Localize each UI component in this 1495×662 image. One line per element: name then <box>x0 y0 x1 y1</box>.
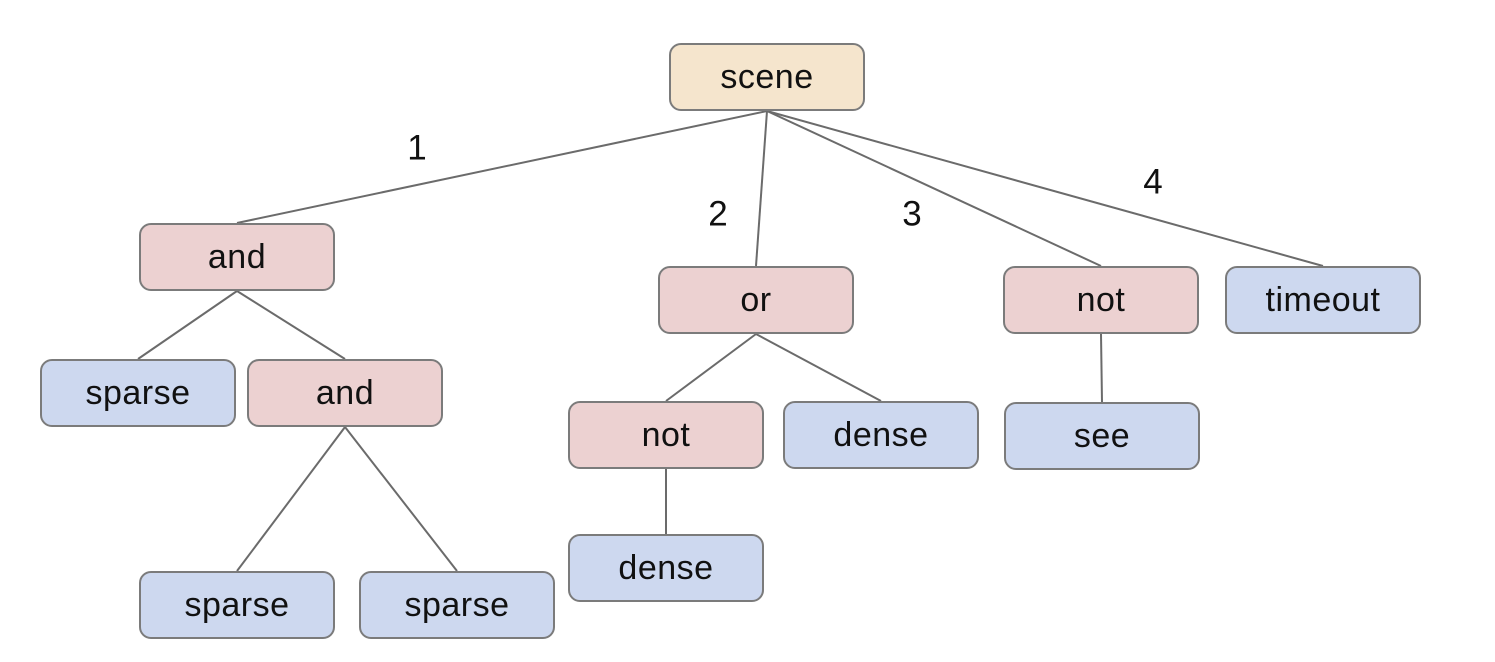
edge-label-2: 2 <box>708 194 728 234</box>
node-not-1: not <box>1003 266 1199 334</box>
node-see-1: see <box>1004 402 1200 470</box>
node-sparse-2: sparse <box>139 571 335 639</box>
node-sparse-1: sparse <box>40 359 236 427</box>
node-not-2: not <box>568 401 764 469</box>
edge-label-1: 1 <box>407 128 427 168</box>
node-and-1: and <box>139 223 335 291</box>
edge-scene-not-1 <box>766 110 1102 267</box>
node-dense-1: dense <box>783 401 979 469</box>
node-sparse-3: sparse <box>359 571 555 639</box>
edge-scene-or-1 <box>755 110 768 267</box>
edge-label-3: 3 <box>902 194 922 234</box>
edge-and-2-sparse-3 <box>344 426 458 572</box>
edge-and-1-sparse-1 <box>137 290 238 360</box>
node-or-1: or <box>658 266 854 334</box>
node-timeout-1: timeout <box>1225 266 1421 334</box>
edge-or-1-not-2 <box>665 333 757 402</box>
edge-not-1-see-1 <box>1100 333 1103 403</box>
node-scene: scene <box>669 43 865 111</box>
edge-and-1-and-2 <box>236 290 346 360</box>
edge-label-4: 4 <box>1143 162 1163 202</box>
edge-and-2-sparse-2 <box>236 426 346 572</box>
edge-scene-timeout-1 <box>766 110 1324 267</box>
edge-or-1-dense-1 <box>755 333 882 402</box>
node-dense-2: dense <box>568 534 764 602</box>
node-and-2: and <box>247 359 443 427</box>
edge-scene-and-1 <box>236 110 768 224</box>
